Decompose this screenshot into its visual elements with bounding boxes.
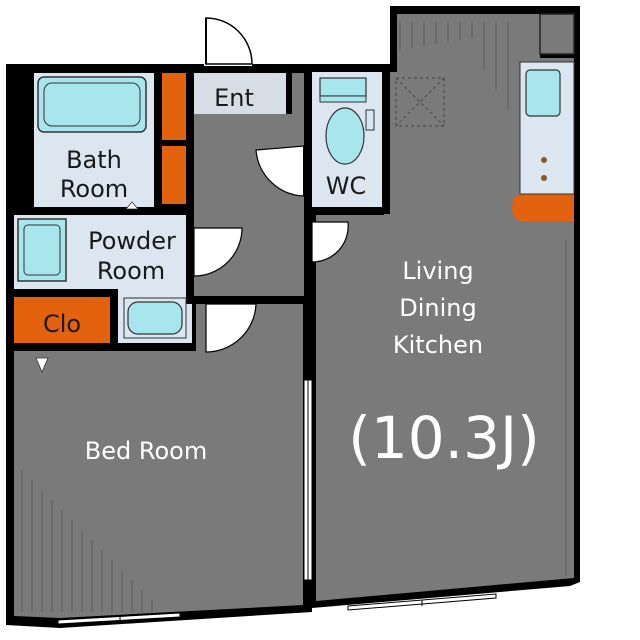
sloped-ceiling-lines <box>21 22 567 612</box>
entrance-step <box>292 73 304 114</box>
bathroom-label-line2: Room <box>60 175 128 203</box>
storage-lower <box>162 146 186 204</box>
bath-door-arrow-icon <box>125 201 139 210</box>
ldk-window <box>347 593 497 611</box>
ldk-size-label: (10.3J) <box>348 404 540 472</box>
closet <box>14 297 110 343</box>
ldk-label-line2: Dining <box>399 294 476 322</box>
stove-burner-icon <box>541 157 547 163</box>
ldk-floor <box>316 14 574 601</box>
interior-walls <box>6 64 390 612</box>
ldk-label-line3: Kitchen <box>393 331 483 359</box>
powder-room-label-line1: Powder <box>88 227 176 255</box>
bedroom-window <box>57 612 181 625</box>
sliding-partition <box>303 379 313 581</box>
bedroom-label: Bed Room <box>85 437 207 465</box>
stove-burner-icon <box>541 175 547 181</box>
closet-label: Clo <box>43 310 81 338</box>
washbasin <box>123 297 187 339</box>
ldk-door <box>311 221 349 263</box>
bathroom-label-line1: Bath <box>66 146 122 174</box>
entrance-label: Ent <box>214 84 254 112</box>
kitchen-sink <box>525 69 561 117</box>
bathtub <box>37 76 147 133</box>
powder-room-door <box>193 227 243 277</box>
ceiling-hatch-icon <box>395 77 445 127</box>
wc-door <box>255 145 305 197</box>
fridge-space <box>539 13 575 55</box>
closet-door-arrow-icon <box>35 357 49 374</box>
entrance-door <box>204 17 253 66</box>
kitchen-fixtures <box>519 61 575 195</box>
bedroom-floor <box>14 350 303 618</box>
toilet <box>319 77 375 165</box>
bedroom-door <box>205 303 257 353</box>
ldk-label-line1: Living <box>402 257 473 285</box>
entrance-floor <box>194 73 286 114</box>
kitchen-counter <box>512 194 574 221</box>
washing-machine-pan <box>17 218 67 282</box>
wc-label: WC <box>326 172 367 200</box>
powder-room-label-line2: Room <box>97 257 165 285</box>
storage-upper <box>162 73 186 140</box>
